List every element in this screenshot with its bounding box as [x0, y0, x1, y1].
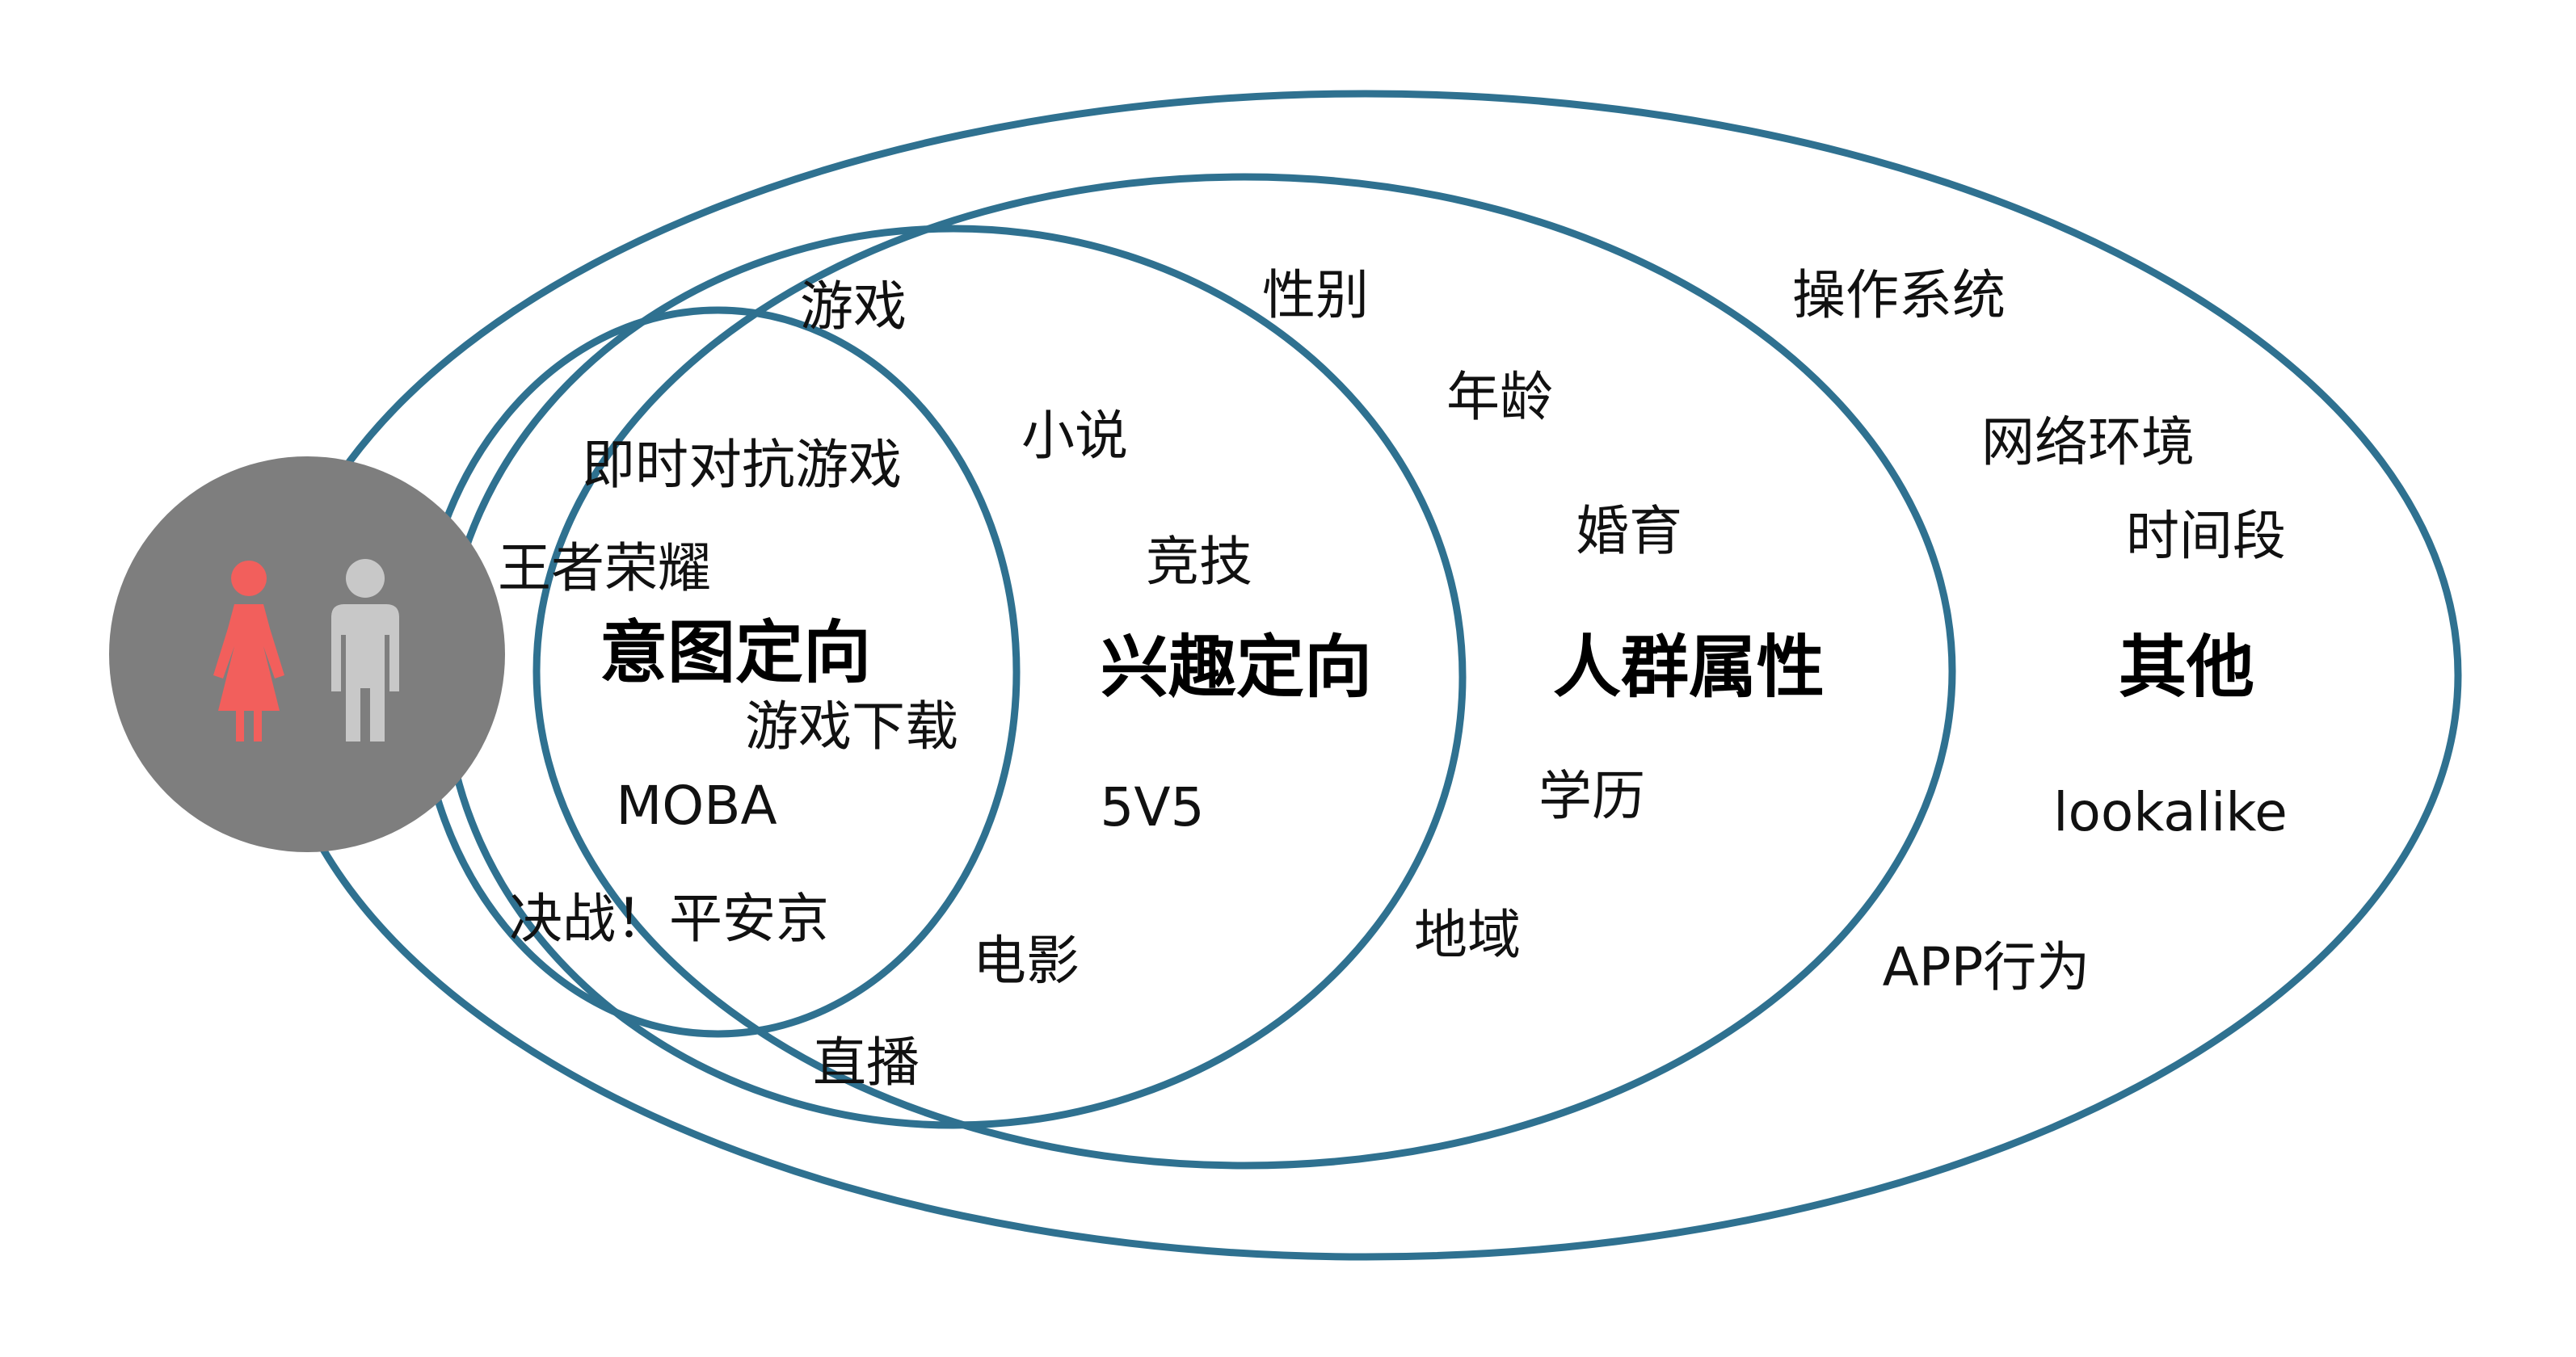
keyword: 决战！平安京 [509, 888, 829, 950]
keyword: 性别 [1262, 264, 1369, 326]
female-male-person-icon [109, 456, 505, 852]
female-figure-icon [213, 561, 284, 742]
keyword: 时间段 [2126, 505, 2286, 567]
keyword: 5V5 [1100, 776, 1205, 838]
keyword: 电影 [973, 930, 1080, 992]
avatar-circle [109, 456, 505, 852]
male-figure-icon [331, 559, 399, 742]
keyword: lookalike [2053, 781, 2288, 843]
ring-audience-attributes [532, 173, 1956, 1170]
keyword: 年龄 [1446, 366, 1553, 428]
keyword: 学历 [1538, 765, 1645, 827]
layer-title-interest-targeting: 兴趣定向 [1100, 628, 1373, 707]
keyword: APP行为 [1882, 936, 2090, 998]
layer-title-audience-attributes: 人群属性 [1552, 628, 1825, 707]
layer-title-other: 其他 [2118, 628, 2255, 707]
keyword: 操作系统 [1792, 264, 2006, 326]
keyword: 直播 [813, 1031, 920, 1094]
keyword: MOBA [616, 775, 777, 837]
keyword: 网络环境 [1981, 411, 2195, 473]
keyword: 游戏 [800, 275, 907, 338]
keyword: 竞技 [1146, 531, 1252, 593]
keyword: 即时对抗游戏 [582, 434, 902, 496]
layer-title-intent-targeting: 意图定向 [599, 613, 872, 692]
keyword: 小说 [1021, 405, 1128, 467]
keyword: 游戏下载 [745, 695, 958, 758]
keyword: 王者荣耀 [498, 537, 711, 599]
keyword: 婚育 [1576, 500, 1682, 562]
keyword: 地域 [1414, 904, 1521, 966]
